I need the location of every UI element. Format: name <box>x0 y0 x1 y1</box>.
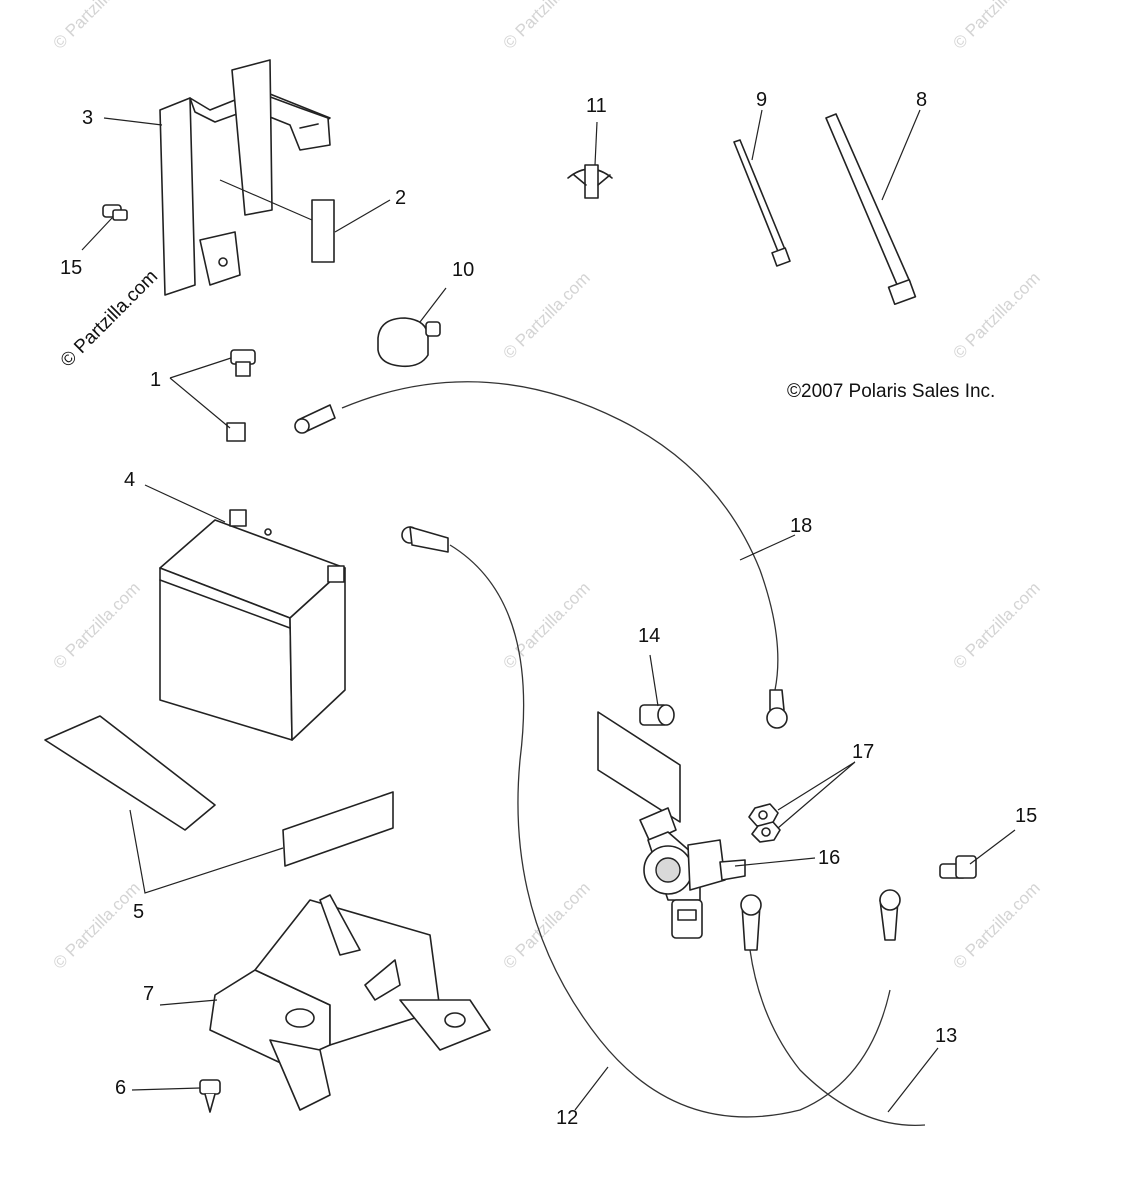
cable-12 <box>401 526 901 1118</box>
callout-13: 13 <box>935 1025 957 1047</box>
callout-8: 8 <box>916 89 927 111</box>
callout-numbers: 3 2 15 10 1 11 9 8 4 18 14 17 15 16 5 7 … <box>60 89 1037 1129</box>
callout-1: 1 <box>150 369 161 391</box>
callout-18: 18 <box>790 515 812 537</box>
watermark: © Partzilla.com <box>49 878 143 972</box>
callout-14: 14 <box>638 625 660 647</box>
callout-6: 6 <box>115 1077 126 1099</box>
nuts <box>748 803 781 843</box>
watermark: © Partzilla.com <box>949 578 1043 672</box>
warning-label-small <box>311 199 335 263</box>
screw <box>199 1079 221 1113</box>
watermark: © Partzilla.com <box>49 578 143 672</box>
bolt-right <box>939 855 977 879</box>
leader-lines <box>81 109 1016 1113</box>
watermark: © Partzilla.com <box>499 0 593 53</box>
watermark-prominent: © Partzilla.com <box>57 266 162 371</box>
cable-tie-large <box>825 113 917 306</box>
watermark: © Partzilla.com <box>949 268 1043 362</box>
callout-16: 16 <box>818 847 840 869</box>
watermark: © Partzilla.com <box>499 578 593 672</box>
callout-5: 5 <box>133 901 144 923</box>
watermark-group: © Partzilla.com © Partzilla.com © Partzi… <box>49 0 1043 973</box>
terminal-boot <box>377 317 441 368</box>
battery-box <box>209 894 491 1111</box>
callout-2: 2 <box>395 187 406 209</box>
callout-17: 17 <box>852 741 874 763</box>
cable-18 <box>294 381 788 729</box>
callout-3: 3 <box>82 107 93 129</box>
battery <box>159 509 346 741</box>
push-rivet-clip <box>567 164 613 199</box>
watermark: © Partzilla.com <box>949 0 1043 53</box>
battery-terminal-bolt-nut <box>226 349 256 442</box>
callout-9: 9 <box>756 89 767 111</box>
callout-15-left: 15 <box>60 257 82 279</box>
callout-15-right: 15 <box>1015 805 1037 827</box>
callout-7: 7 <box>143 983 154 1005</box>
callout-4: 4 <box>124 469 135 491</box>
solenoid-bolt-and-label <box>597 704 681 823</box>
starter-solenoid <box>639 807 746 939</box>
cable-13 <box>740 894 926 1127</box>
bolt-left <box>102 204 128 221</box>
watermark: © Partzilla.com <box>49 0 143 53</box>
watermark: © Partzilla.com <box>499 878 593 972</box>
copyright-text: ©2007 Polaris Sales Inc. <box>787 381 995 402</box>
cable-tie-small <box>733 139 791 267</box>
callout-12: 12 <box>556 1107 578 1129</box>
watermark: © Partzilla.com <box>949 878 1043 972</box>
callout-11: 11 <box>586 95 607 117</box>
battery-labels <box>44 715 394 867</box>
battery-holddown-bracket <box>159 59 331 296</box>
callout-10: 10 <box>452 259 474 281</box>
watermark: © Partzilla.com <box>499 268 593 362</box>
